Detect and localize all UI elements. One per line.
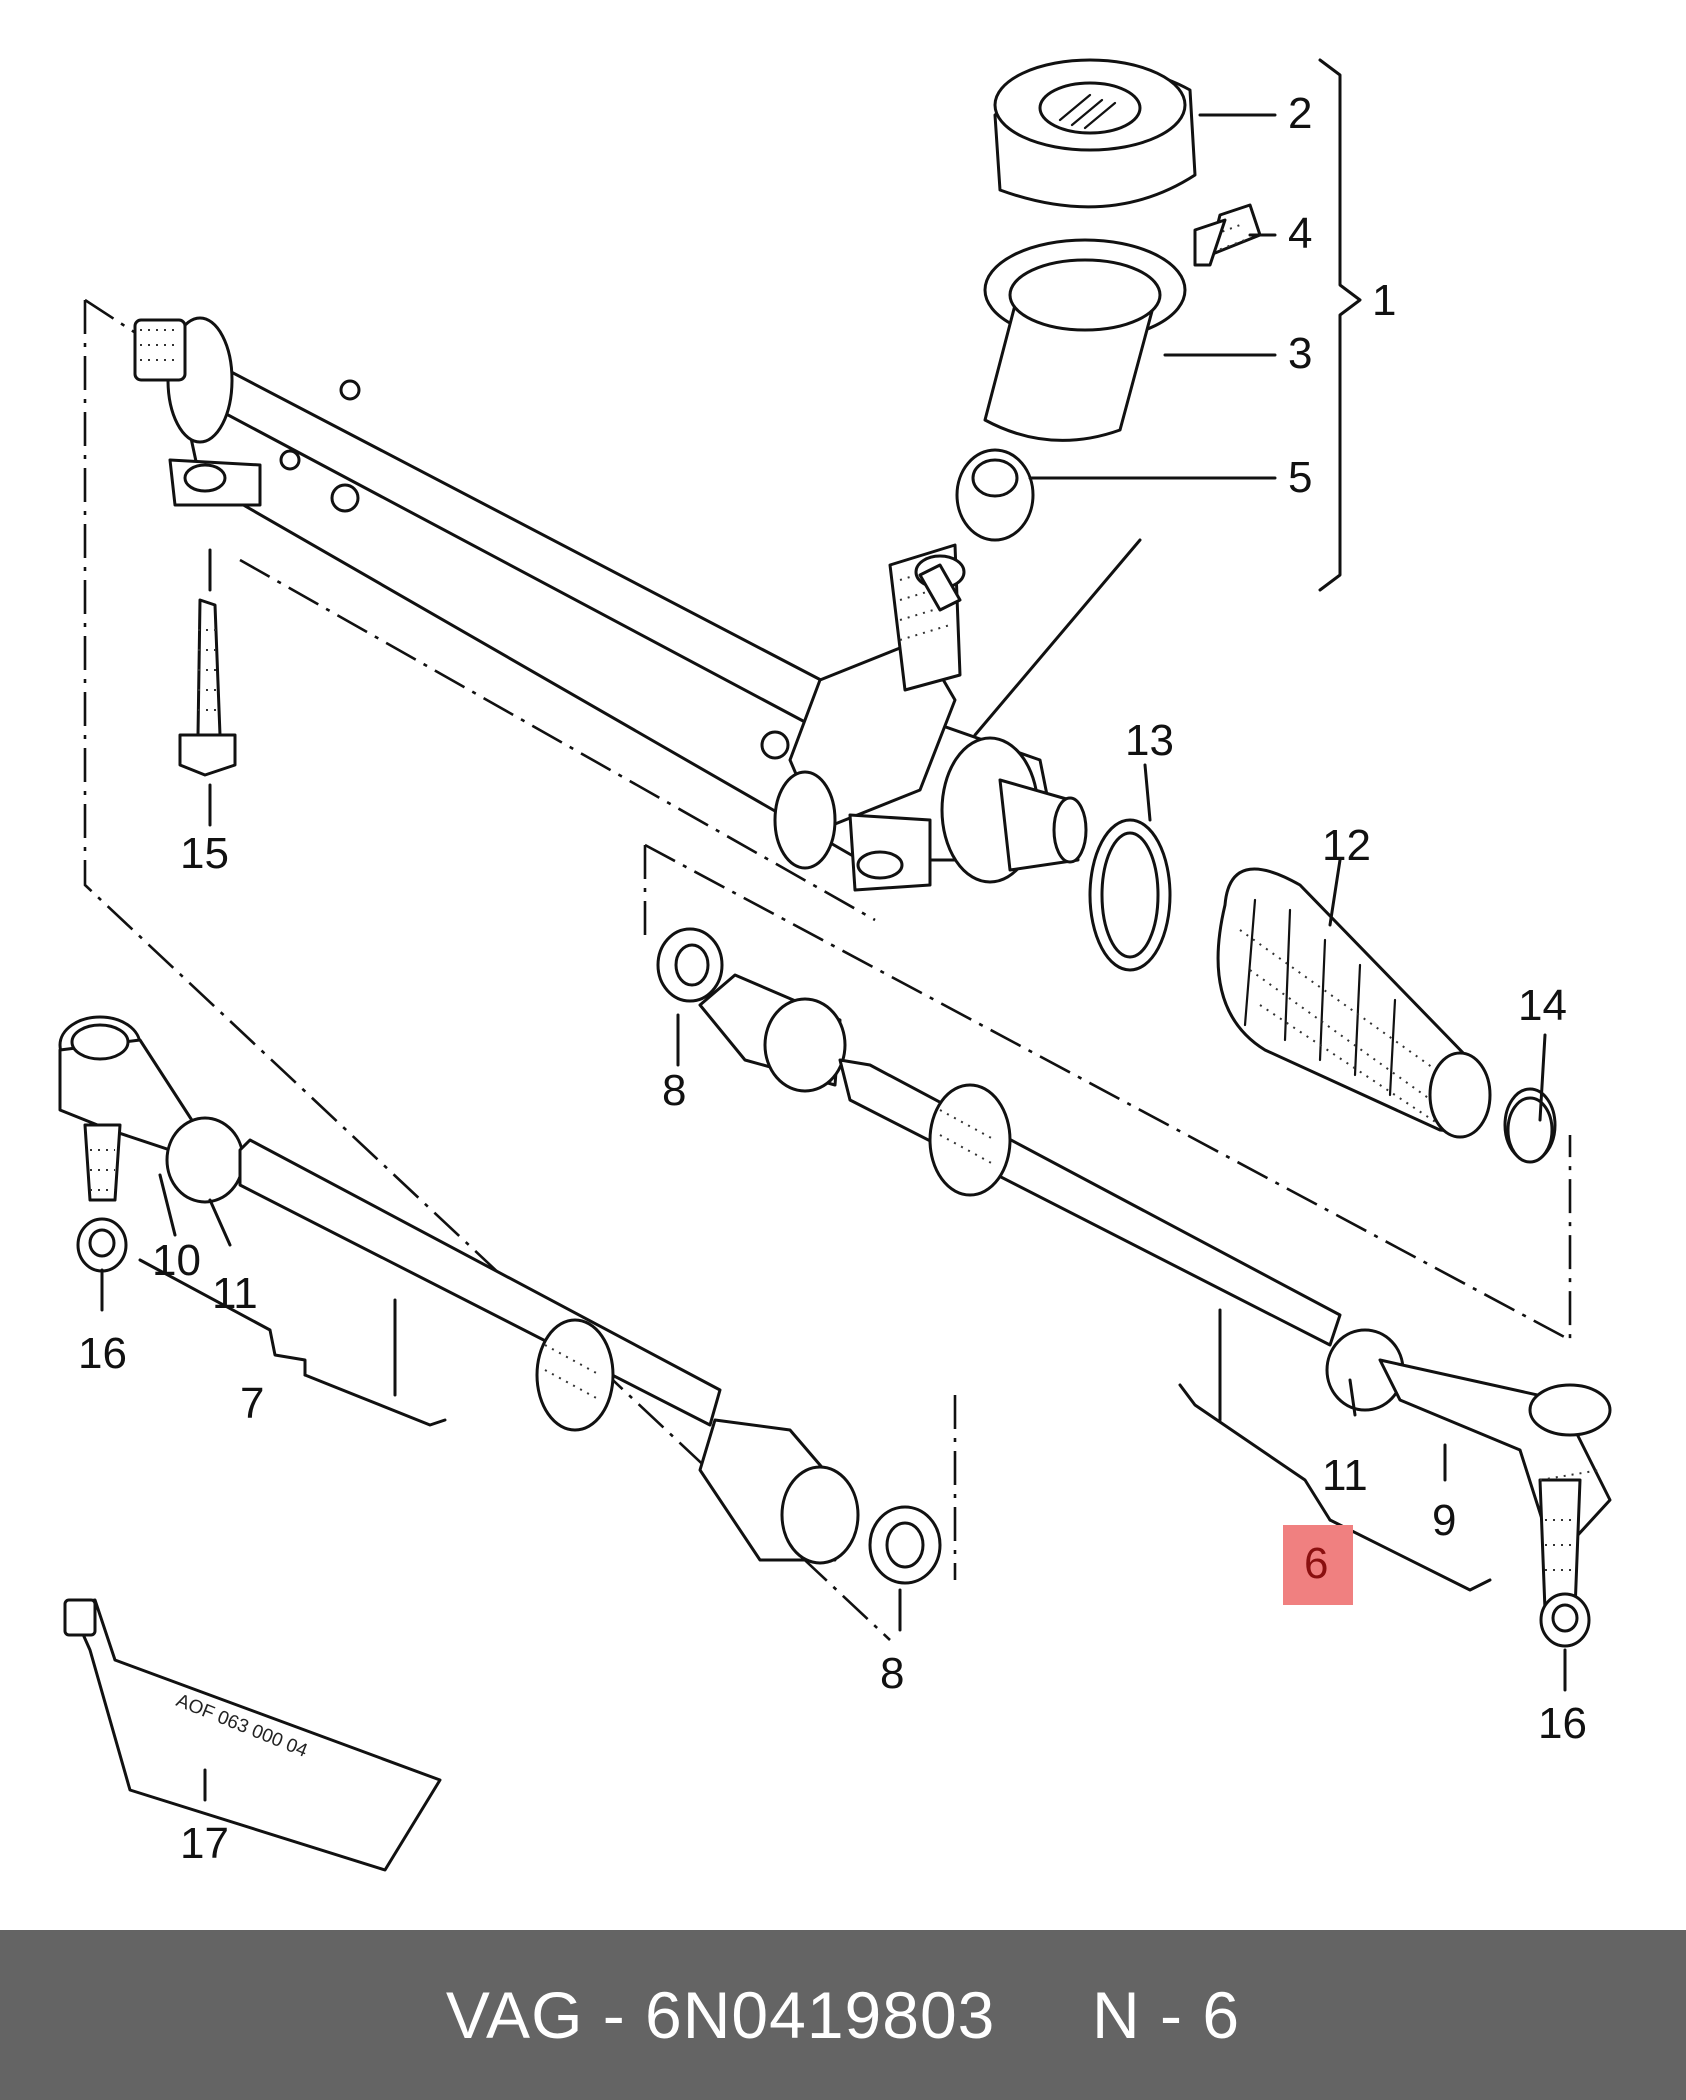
left-tie-rod: [58, 1015, 860, 1565]
callout-16-right: 16: [1538, 1699, 1587, 1748]
callout-7: 7: [240, 1379, 264, 1428]
callout-labels: 1 2 3 4 5 6 7 8 8 9 10 11 11 12 13 14 15…: [78, 89, 1587, 1868]
callout-3: 3: [1288, 329, 1312, 378]
callout-4: 4: [1288, 209, 1312, 258]
grease-tube: AOF 063 000 04: [63, 1598, 442, 1872]
callout-2: 2: [1288, 89, 1312, 138]
callout-10: 10: [152, 1236, 201, 1285]
protective-sleeve: [983, 238, 1187, 442]
callout-15: 15: [180, 829, 229, 878]
leader-lines: [100, 58, 1567, 1802]
exploded-parts-diagram: AOF 063 000 04 1 2 3 4: [58, 58, 1612, 1872]
callout-14: 14: [1518, 981, 1567, 1030]
bellows-boot: [1088, 818, 1557, 1163]
callout-6: 6: [1304, 1539, 1328, 1588]
nut-8-upper: [656, 927, 724, 1003]
callout-11-right: 11: [1322, 1451, 1368, 1500]
callout-16-left: 16: [78, 1329, 127, 1378]
bolt-4: [1193, 203, 1262, 267]
callout-5: 5: [1288, 453, 1312, 502]
part-number-footer: VAG - 6N0419803 N - 6: [0, 1930, 1686, 2100]
callout-8-lower: 8: [880, 1649, 904, 1698]
nut-16-left: [76, 1217, 128, 1273]
nut-16-right: [1539, 1592, 1591, 1648]
nut-8-lower: [868, 1505, 942, 1585]
dust-cover-cap: [993, 58, 1197, 209]
snap-ring-14: [1506, 1096, 1554, 1164]
part-number-text: VAG - 6N0419803 N - 6: [445, 1978, 1241, 2052]
callout-1: 1: [1372, 276, 1396, 325]
right-tie-rod: [698, 973, 1612, 1612]
callout-13: 13: [1125, 716, 1174, 765]
callout-8-upper: 8: [662, 1066, 686, 1115]
grommet-5: [955, 448, 1035, 542]
callout-9: 9: [1432, 1496, 1456, 1545]
pinion-shaft: [918, 563, 962, 612]
callout-11-left: 11: [212, 1269, 258, 1318]
bolt-15: [178, 598, 237, 777]
callout-17: 17: [180, 1819, 229, 1868]
highlight-box: [1283, 1525, 1353, 1605]
steering-rack-housing: [133, 316, 1088, 892]
callout-12: 12: [1322, 821, 1371, 870]
